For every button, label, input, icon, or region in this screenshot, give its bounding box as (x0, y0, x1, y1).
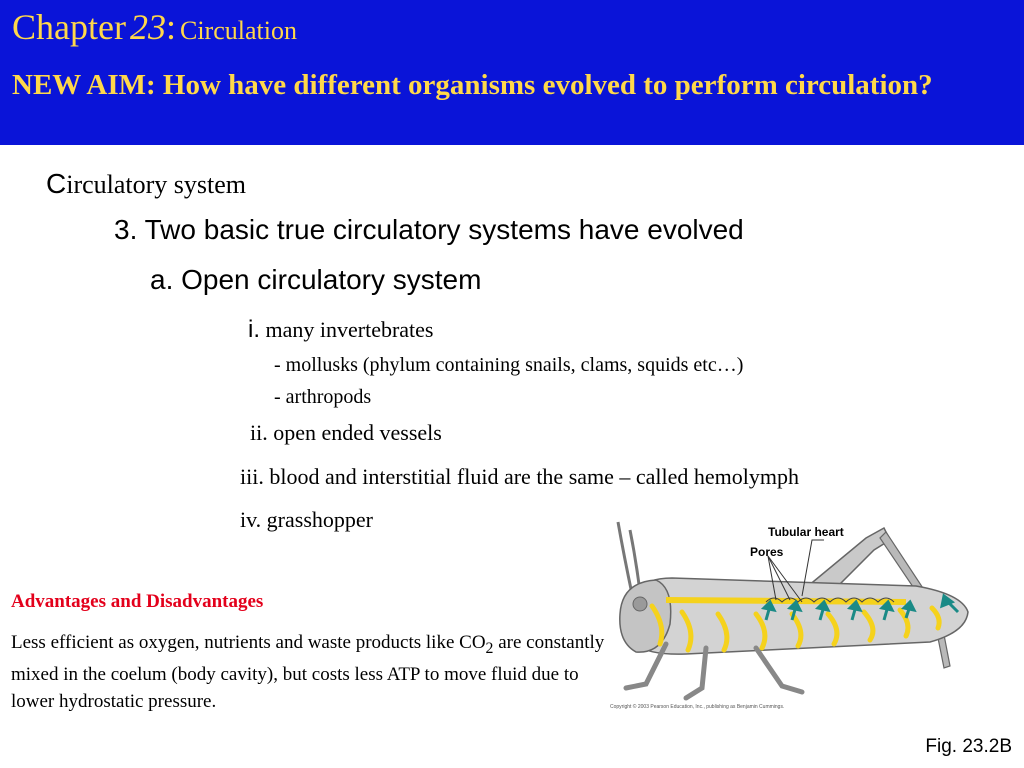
rear-leg-lower (753, 645, 805, 695)
advantages-body: Less efficient as oxygen, nutrients and … (11, 630, 611, 715)
flow-arrows (760, 593, 960, 621)
chapter-title: Chapter 23: Circulation (12, 6, 297, 48)
advantages-heading: Advantages and Disadvantages (11, 591, 264, 612)
item-iv: iv. grasshopper (240, 507, 373, 532)
body (625, 577, 969, 655)
chapter-subtitle: Circulation (179, 16, 297, 45)
label-tubular-heart: Tubular heart (768, 525, 844, 539)
item-i-number: i. (248, 316, 260, 343)
heart-chambers (765, 597, 895, 603)
figure-caption: Fig. 23.2B (925, 736, 1012, 757)
middle-leg (683, 645, 709, 701)
leader-lines (767, 539, 824, 603)
chapter-word: Chapter (12, 7, 126, 47)
point-a: a. Open circulatory system (150, 264, 482, 295)
head (619, 579, 672, 653)
topic-heading: Circulatory system (46, 168, 246, 200)
co2-subscript: 2 (485, 639, 494, 657)
advantages-body-part2: are constantly mixed in the coelum (body… (11, 632, 605, 712)
topic-first-letter: C (46, 168, 67, 199)
chapter-number: 23 (129, 7, 166, 47)
item-i-text: many invertebrates (265, 317, 434, 342)
advantages-body-part1: Less efficient as oxygen, nutrients and … (11, 632, 486, 653)
title-banner: Chapter 23: Circulation NEW AIM: How hav… (0, 0, 1024, 145)
front-leg (623, 641, 669, 691)
chapter-colon: : (165, 7, 176, 47)
item-ii: ii. open ended vessels (250, 420, 442, 445)
aim-text: NEW AIM: How have different organisms ev… (12, 69, 933, 101)
topic-rest: irculatory system (66, 170, 247, 199)
item-iii: iii. blood and interstitial fluid are th… (240, 464, 800, 489)
grasshopper-diagram: Tubular heart Pores Copyright © 2003 Pea… (610, 521, 969, 710)
item-i-arthropods: - arthropods (274, 386, 372, 408)
item-i-mollusks: - mollusks (phylum containing snails, cl… (274, 354, 744, 376)
point-3: 3. Two basic true circulatory systems ha… (114, 214, 744, 245)
eye (632, 596, 648, 612)
antenna-2 (628, 529, 642, 593)
antenna-1 (616, 521, 634, 595)
label-pores: Pores (750, 545, 784, 559)
item-i: i. many invertebrates (248, 316, 434, 344)
copyright-note: Copyright © 2003 Pearson Education, Inc.… (610, 703, 784, 710)
tubular-heart-vessel (665, 597, 907, 605)
